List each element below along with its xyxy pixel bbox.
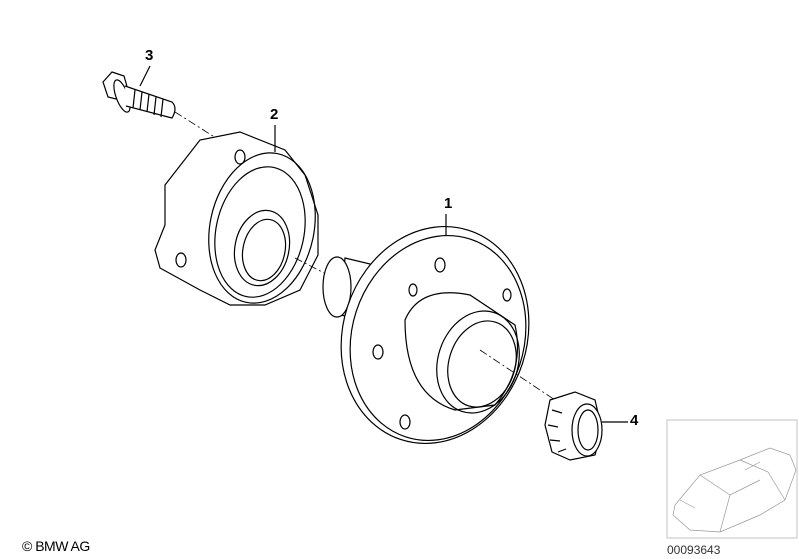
vehicle-thumbnail[interactable] [666, 419, 798, 539]
callout-3[interactable]: 3 [145, 47, 154, 64]
callout-4[interactable]: 4 [630, 412, 639, 429]
axis-line [479, 349, 556, 401]
leader-line-3 [139, 65, 151, 87]
callout-1[interactable]: 1 [444, 195, 453, 212]
document-number: 00093643 [667, 543, 721, 557]
callout-2[interactable]: 2 [270, 106, 279, 123]
bolt-part-3[interactable] [102, 71, 176, 119]
wheel-bearing-part-2[interactable] [154, 131, 329, 313]
copyright-text: © BMW AG [22, 538, 90, 554]
hub-part-1[interactable] [314, 202, 557, 468]
collar-nut-part-4[interactable] [544, 391, 603, 461]
